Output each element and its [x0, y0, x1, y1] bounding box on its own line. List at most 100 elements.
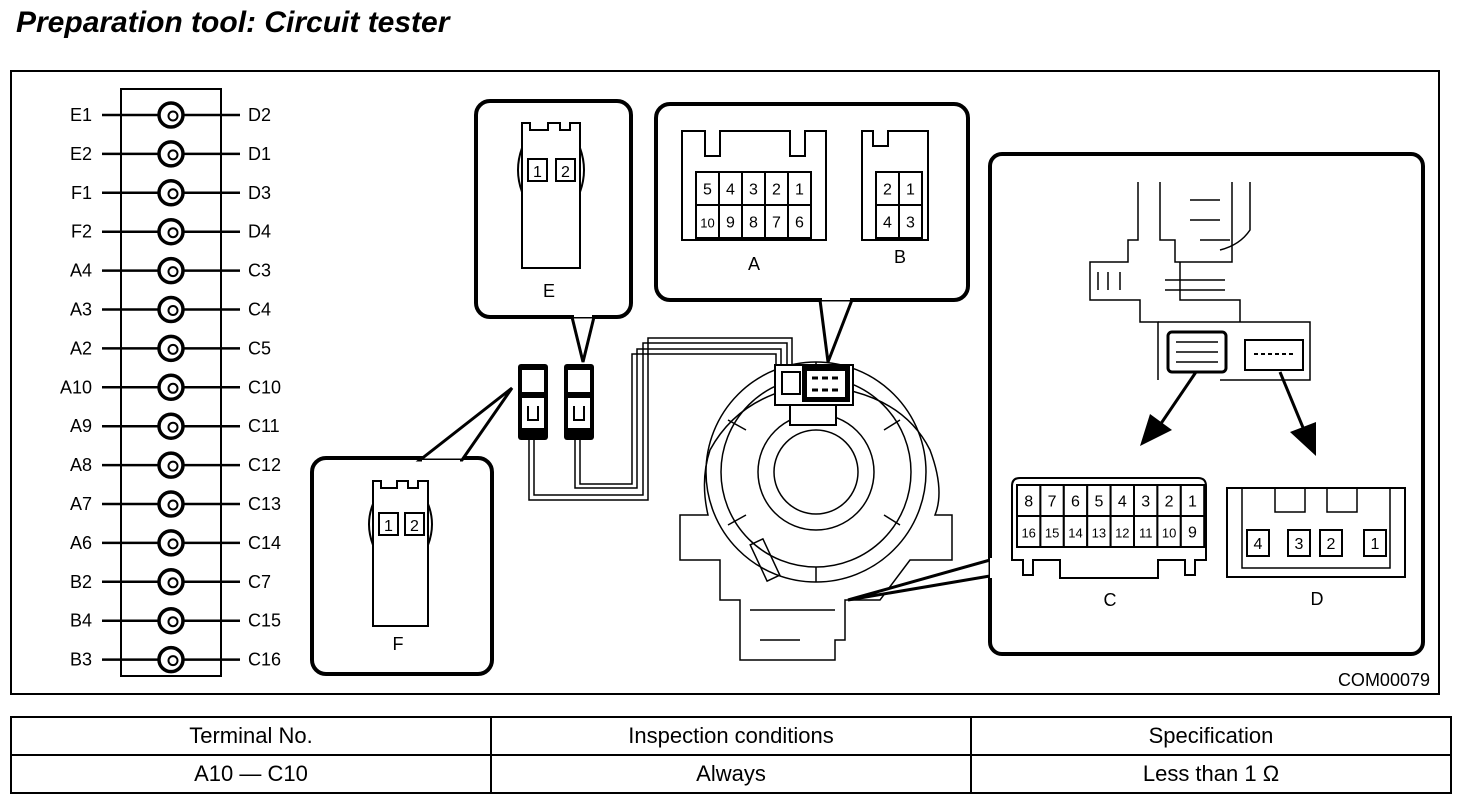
- connector-e-callout: 1 2 E: [474, 99, 633, 319]
- connector-d-label: D: [1311, 589, 1324, 609]
- connector-e-pin: 1: [533, 164, 542, 181]
- page-title: Preparation tool: Circuit tester: [16, 6, 450, 39]
- terminal-post-center: [167, 188, 179, 200]
- diagram-frame: [10, 70, 1440, 695]
- arrow-to-connector-c: [1140, 414, 1172, 446]
- callout-pointer-e: [570, 315, 596, 363]
- clock-spring-rotor: [757, 413, 875, 531]
- connector-c-pin-number: 10: [1162, 526, 1176, 541]
- connector-d-pin-number: 2: [1327, 536, 1336, 553]
- connector-b-pin-number: 2: [883, 182, 892, 199]
- terminal-post-center: [167, 616, 179, 628]
- tester-right-pin-label: C10: [248, 377, 281, 397]
- connector-c-pin-number: 1: [1188, 494, 1197, 511]
- header-inspection-conditions: Inspection conditions: [490, 716, 972, 756]
- connector-f-latch-right: [427, 503, 433, 546]
- tester-left-pin-label: E2: [70, 144, 92, 164]
- connector-a-pin-number: 9: [726, 215, 735, 232]
- clock-spring-tab: [749, 537, 781, 583]
- plug-connector-f: [518, 364, 548, 440]
- connector-d-pin-number: 1: [1371, 536, 1380, 553]
- cell-inspection-conditions: Always: [490, 754, 972, 794]
- connector-a-pin-number: 8: [749, 215, 758, 232]
- tester-right-pin-label: C3: [248, 261, 271, 281]
- cell-specification: Less than 1 Ω: [970, 754, 1452, 794]
- connector-a-pin-number: 3: [749, 182, 758, 199]
- tester-right-pin-label: D4: [248, 222, 271, 242]
- tester-right-pin-label: C13: [248, 494, 281, 514]
- tester-right-pin-label: C15: [248, 611, 281, 631]
- connector-c-pin-number: 5: [1094, 494, 1103, 511]
- connector-c-pin-number: 6: [1071, 494, 1080, 511]
- header-specification: Specification: [970, 716, 1452, 756]
- figure-code: COM00079: [1338, 670, 1430, 690]
- connector-e-latch: [517, 147, 523, 193]
- terminal-post-center: [167, 266, 179, 278]
- tester-left-pin-label: B2: [70, 572, 92, 592]
- tester-left-pin-label: A8: [70, 455, 92, 475]
- tester-left-pin-label: A9: [70, 416, 92, 436]
- tester-left-pin-label: F2: [71, 222, 92, 242]
- tester-right-pin-label: C16: [248, 650, 281, 670]
- tester-left-pin-label: A3: [70, 300, 92, 320]
- connector-c-pin-number: 11: [1139, 526, 1153, 541]
- connector-e-pin: 2: [561, 164, 570, 181]
- connector-e-latch-right: [579, 147, 585, 193]
- arrow-to-connector-c-line: [1158, 371, 1198, 426]
- tester-left-pin-label: B4: [70, 611, 92, 631]
- tester-right-pin-label: C5: [248, 338, 271, 358]
- connector-e-pin-box: [555, 158, 576, 182]
- connector-c-pin-number: 12: [1115, 526, 1129, 541]
- header-terminal-no: Terminal No.: [10, 716, 492, 756]
- connector-d-pin-number: 3: [1295, 536, 1304, 553]
- arrow-to-connector-d: [1290, 422, 1316, 456]
- connector-f-pin: 2: [410, 518, 419, 535]
- connector-a-pin-cell: [787, 204, 812, 239]
- tester-right-pin-label: C12: [248, 455, 281, 475]
- terminal-post-center: [167, 305, 179, 316]
- tester-left-pin-label: A2: [70, 338, 92, 358]
- connector-b-pin-number: 1: [906, 182, 915, 199]
- plug-f-face: [522, 370, 544, 392]
- tester-left-pin-label: F1: [71, 183, 92, 203]
- connector-d-pin-number: 4: [1254, 536, 1263, 553]
- connector-c-pin-number: 13: [1092, 526, 1106, 541]
- connector-c-pin-number: 8: [1024, 494, 1033, 511]
- terminal-post-center: [167, 499, 179, 511]
- connector-a-pin-number: 4: [726, 182, 735, 199]
- tester-left-pin-label: B3: [70, 650, 92, 670]
- tester-left-pin-label: A10: [60, 377, 92, 397]
- terminal-post-center: [167, 577, 179, 589]
- cell-terminal-no: A10 — C10: [10, 754, 492, 794]
- tester-right-pin-label: C7: [248, 572, 271, 592]
- connector-d-pin-cell: [1363, 529, 1387, 557]
- connector-c-pin-number: 15: [1045, 526, 1059, 541]
- connector-c-pin-number: 3: [1141, 494, 1150, 511]
- connector-b-pin-number: 4: [883, 215, 892, 232]
- terminal-post-center: [167, 110, 179, 122]
- terminal-post-center: [167, 343, 179, 355]
- tester-right-pin-label: D2: [248, 105, 271, 125]
- tester-left-pin-label: A7: [70, 494, 92, 514]
- tester-right-pin-label: C14: [248, 533, 281, 553]
- connector-d-mini: [1244, 339, 1304, 371]
- connector-c-label: C: [1104, 590, 1117, 610]
- connector-e-label: E: [543, 281, 555, 301]
- callout-pointer-cd: [847, 558, 992, 602]
- connector-a-pin-number: 6: [795, 215, 804, 232]
- connector-a-pin-number: 7: [772, 215, 781, 232]
- connector-a-pin-number: 10: [700, 216, 714, 231]
- connector-e-body: [521, 122, 581, 269]
- arrow-to-connector-d-line: [1278, 371, 1306, 431]
- connector-b-pin-cell: [898, 204, 923, 239]
- terminal-post-center: [167, 382, 179, 394]
- connector-f-body: [372, 480, 429, 627]
- tester-right-pin-label: D1: [248, 144, 271, 164]
- tester-right-pin-label: C4: [248, 300, 271, 320]
- connector-e-pin-box: [527, 158, 548, 182]
- table-row: A10 — C10 Always Less than 1 Ω: [10, 754, 1452, 794]
- connector-b-pin-number: 3: [906, 215, 915, 232]
